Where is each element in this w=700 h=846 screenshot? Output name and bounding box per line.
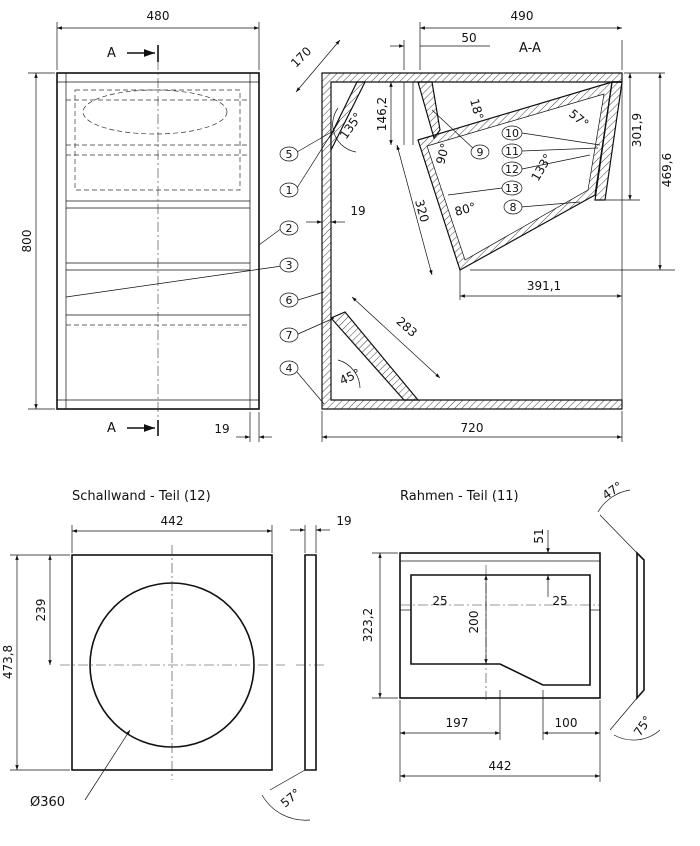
rahmen-dim-100: 100 [555,716,578,730]
schallwand-width-dim: 442 [161,514,184,528]
schallwand-height-dim: 473,8 [1,645,15,679]
rahmen-angle-bottom: 75° [631,713,655,738]
schallwand-title: Schallwand - Teil (12) [72,489,211,504]
dim-146: 146,2 [375,97,389,131]
dim-469: 469,6 [660,153,674,187]
section-marker-top: A [107,46,116,61]
svg-text:5: 5 [286,148,293,161]
rahmen-dim-25-left: 25 [432,594,447,608]
dim-391: 391,1 [527,279,561,293]
angle-18: 18° [467,97,486,121]
schallwand-thickness-dim: 19 [336,514,351,528]
dim-170: 170 [288,44,314,70]
dim-720: 720 [461,421,484,435]
front-view: 480 800 A A 19 [20,9,272,442]
rahmen-cutout [410,574,591,686]
schallwand-angle: 57° [278,786,303,810]
svg-text:11: 11 [505,145,519,158]
angle-45: 45° [337,366,362,388]
section-view: 490 50 A-A 170 146,2 301,9 469,6 320 19 … [65,9,675,442]
part-bubble-1: 1 [279,119,341,198]
part-bubble-12: 12 [501,154,591,177]
schallwand-view: Schallwand - Teil (12) 442 473,8 239 19 … [1,489,352,821]
svg-text:13: 13 [505,182,519,195]
rahmen-dim-51: 51 [532,528,546,543]
part-bubble-6: 6 [279,291,325,308]
svg-text:9: 9 [477,146,484,159]
part-bubble-13: 13 [447,180,523,196]
svg-text:8: 8 [510,201,517,214]
dim-283: 283 [393,314,419,340]
svg-text:2: 2 [286,222,293,235]
rahmen-angle-top: 47° [600,479,625,503]
section-width-dim: 490 [511,9,534,23]
part-bubble-2: 2 [258,220,299,246]
part-bubble-11: 11 [501,143,599,159]
rahmen-dim-200: 200 [467,611,481,634]
angle-90: 90° [433,142,452,166]
svg-text:7: 7 [286,329,293,342]
front-height-dim: 800 [20,230,34,253]
offset-dim: 50 [461,31,476,45]
section-title: A-A [519,41,541,56]
outer-walls [321,72,623,410]
schallwand-dim-239: 239 [34,599,48,622]
section-marker-bottom: A [107,421,116,436]
dim-19: 19 [350,204,365,218]
part-bubble-3: 3 [65,257,299,298]
part-bubble-5: 5 [279,129,336,162]
rahmen-dim-323: 323,2 [361,608,375,642]
svg-text:3: 3 [286,259,293,272]
schallwand-hole-dim: Ø360 [30,795,65,810]
rahmen-side-profile [636,551,645,701]
svg-text:4: 4 [286,362,293,375]
front-width-dim: 480 [147,9,170,23]
part-bubble-4: 4 [279,360,325,405]
angle-80: 80° [453,200,477,219]
part-bubble-7: 7 [279,317,335,343]
dim-301: 301,9 [630,113,644,147]
schallwand-side-profile [304,554,317,771]
svg-text:10: 10 [505,127,519,140]
part-bubble-10: 10 [501,125,601,146]
rahmen-dim-197: 197 [446,716,469,730]
rahmen-dim-25-right: 25 [552,594,567,608]
driver-hidden-outline [82,89,228,135]
rahmen-width-dim: 442 [489,759,512,773]
part-bubble-8: 8 [503,199,581,215]
rahmen-title: Rahmen - Teil (11) [400,489,519,504]
front-board-dim: 19 [214,422,229,436]
svg-text:1: 1 [286,184,293,197]
svg-text:12: 12 [505,163,519,176]
part-bubble-9: 9 [431,109,490,160]
rahmen-view: Rahmen - Teil (11) 51 323,2 25 25 200 19… [361,479,661,782]
dim-320: 320 [412,198,431,224]
svg-text:6: 6 [286,294,293,307]
